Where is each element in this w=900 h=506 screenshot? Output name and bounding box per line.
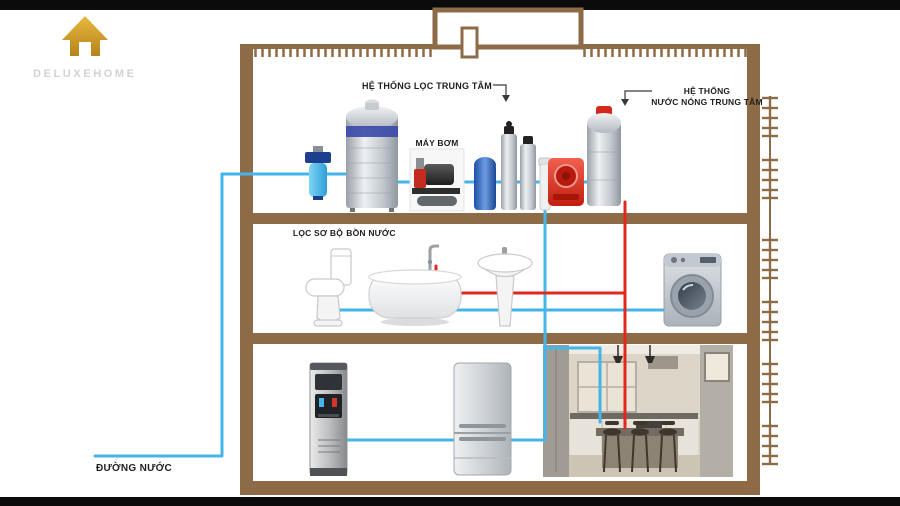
brand-name: DELUXEHOME <box>33 68 137 80</box>
refrigerator <box>453 362 512 476</box>
central-filter-label: HỆ THỐNG LỌC TRUNG TÂM <box>362 80 492 91</box>
pendant-lights <box>613 345 655 363</box>
house-structure <box>240 7 780 495</box>
pre-filter <box>305 146 331 200</box>
range-hood <box>648 356 678 369</box>
right-wall <box>747 44 760 495</box>
cold-pipe-riser <box>323 180 547 442</box>
ground-slab <box>240 481 760 495</box>
pump-label: MÁY BƠM <box>416 138 459 148</box>
labels: HỆ THỐNG LỌC TRUNG TÂM HỆ THỐNG NƯỚC NÓN… <box>96 80 763 474</box>
home-icon-door <box>79 42 91 56</box>
water-tank <box>346 99 398 212</box>
water-line-label: ĐƯỜNG NƯỚC <box>96 461 172 474</box>
central-filtration-system <box>474 121 552 211</box>
cold-pipe-main-inlet <box>93 172 348 458</box>
roof-chimney <box>432 7 584 50</box>
bar-stools <box>603 434 677 473</box>
chimney-vent <box>460 26 479 59</box>
hot-water-tank <box>587 106 621 206</box>
water-dispenser <box>309 362 348 476</box>
pedestal-sink <box>477 247 533 327</box>
toilet <box>305 248 352 327</box>
cold-pipe-kitchen-branch <box>543 346 602 424</box>
hot-water-label-line2: NƯỚC NÓNG TRUNG TÂM <box>651 96 763 107</box>
home-icon <box>62 16 108 56</box>
exterior-right-fixtures <box>760 94 780 466</box>
wall-picture <box>704 352 730 382</box>
roof-hatch-right <box>582 48 747 57</box>
prefilter-label: LỌC SƠ BỘ <box>293 227 343 238</box>
bathtub <box>368 244 462 326</box>
fridge-handle <box>459 424 506 428</box>
brand-logo: DELUXEHOME <box>33 16 137 80</box>
letterbox-bottom <box>0 497 900 506</box>
freezer-handle <box>459 437 506 441</box>
hot-pipe-bathroom-run <box>434 264 627 295</box>
left-wall <box>240 44 253 495</box>
tub-faucet <box>428 244 439 270</box>
floor-slab-2 <box>253 333 747 344</box>
hot-water-label-line1: HỆ THỐNG <box>684 85 731 96</box>
roof-hatch-left <box>253 48 433 57</box>
water-tank-label: BỒN NƯỚC <box>346 227 395 238</box>
pump <box>409 148 465 212</box>
hot-tap <box>332 398 337 407</box>
countertop <box>570 413 698 419</box>
heat-pump <box>548 158 584 206</box>
cold-tap <box>319 398 324 407</box>
kitchen-photo <box>543 345 733 477</box>
floor-slab-1 <box>253 213 747 224</box>
washing-machine <box>663 253 722 327</box>
letterbox-top <box>0 0 900 10</box>
